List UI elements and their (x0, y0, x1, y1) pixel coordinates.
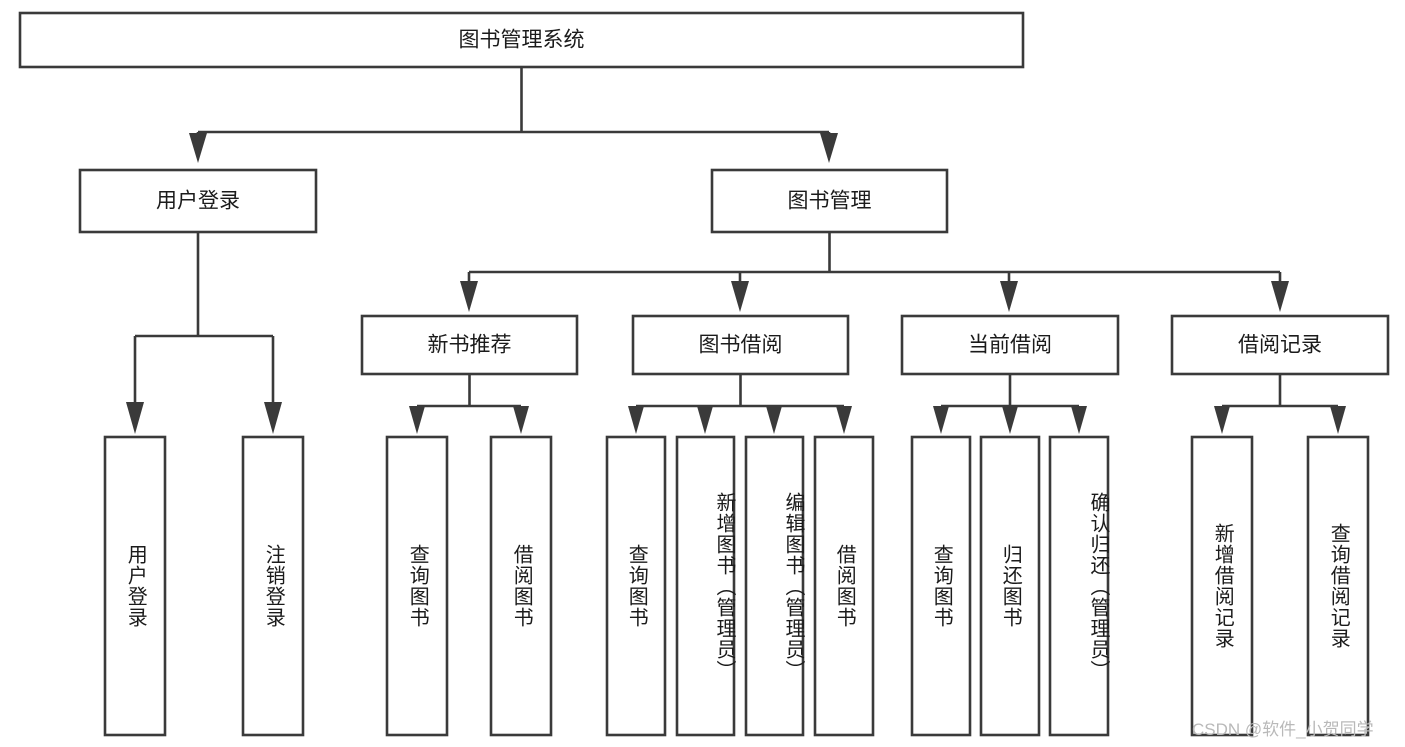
leaf-add-record-box[interactable] (1190, 435, 1254, 737)
leaf-query-book-3-box[interactable] (910, 435, 972, 737)
arrow-to-leaf-return-book (1002, 406, 1018, 434)
node-user-login-label: 用户登录 (156, 190, 240, 213)
leaf-query-book-1-box[interactable] (385, 435, 449, 737)
csdn-watermark: CSDN @软件_小贺同学 (1192, 720, 1374, 739)
leaf-borrow-book-1-label: 借阅图书 (510, 544, 533, 628)
arrow-to-leaf-confirm-return (1071, 406, 1087, 434)
arrow-to-leaf-logout-login (264, 402, 282, 434)
arrow-to-leaf-add-record (1214, 406, 1230, 434)
arrow-root-to-book-manage (820, 133, 838, 163)
leaf-user-login-label: 用户登录 (124, 544, 147, 628)
leaf-add-book-label: 新增图书（管理员） (713, 491, 735, 681)
node-root[interactable]: 图书管理系统 (18, 11, 1025, 69)
node-book-borrow[interactable]: 图书借阅 (631, 314, 850, 376)
node-book-manage[interactable]: 图书管理 (710, 168, 949, 234)
node-root-label: 图书管理系统 (459, 29, 585, 52)
node-borrow-record[interactable]: 借阅记录 (1170, 314, 1390, 376)
arrow-to-leaf-query-book-1 (409, 406, 425, 434)
node-user-login-box[interactable] (78, 168, 318, 234)
leaf-borrow-book-1-box[interactable] (489, 435, 553, 737)
arrow-root-to-user-login (189, 133, 207, 163)
leaf-borrow-book-2-box[interactable] (813, 435, 875, 737)
node-borrow-record-box[interactable] (1170, 314, 1390, 376)
leaf-return-book-label: 归还图书 (999, 544, 1022, 628)
arrow-to-leaf-query-record (1330, 406, 1346, 434)
arrow-to-book-borrow (731, 281, 749, 312)
arrow-to-leaf-add-book (697, 406, 713, 434)
arrow-to-leaf-borrow-book-1 (513, 406, 529, 434)
node-root-box[interactable] (18, 11, 1025, 69)
node-book-borrow-label: 图书借阅 (699, 334, 783, 357)
leaf-add-book-box[interactable] (675, 435, 736, 737)
node-new-book-recommend-label: 新书推荐 (428, 334, 512, 357)
arrow-to-leaf-borrow-book-2 (836, 406, 852, 434)
node-book-manage-box[interactable] (710, 168, 949, 234)
leaf-query-record-label: 查询借阅记录 (1327, 523, 1350, 649)
arrow-to-leaf-query-book-2 (628, 406, 644, 434)
leaf-edit-book-label: 编辑图书（管理员） (782, 491, 804, 681)
leaf-add-record-label: 新增借阅记录 (1211, 523, 1234, 649)
leaf-edit-book-box[interactable] (744, 435, 805, 737)
node-new-book-recommend-box[interactable] (360, 314, 579, 376)
leaf-return-book-box[interactable] (979, 435, 1041, 737)
node-user-login[interactable]: 用户登录 (78, 168, 318, 234)
leaf-query-record-box[interactable] (1306, 435, 1370, 737)
leaf-confirm-return-box[interactable] (1048, 435, 1110, 737)
arrow-to-leaf-edit-book (766, 406, 782, 434)
leaf-user-login-box[interactable] (103, 435, 167, 737)
arrow-to-current-borrow (1000, 281, 1018, 312)
node-book-manage-label: 图书管理 (788, 190, 872, 213)
leaf-logout-login-label: 注销登录 (262, 544, 285, 628)
leaf-confirm-return-label: 确认归还（管理员） (1087, 491, 1109, 681)
arrow-to-leaf-user-login (126, 402, 144, 434)
node-new-book-recommend[interactable]: 新书推荐 (360, 314, 579, 376)
node-borrow-record-label: 借阅记录 (1238, 334, 1322, 357)
arrow-to-new-book-recommend (460, 281, 478, 312)
arrow-to-leaf-query-book-3 (933, 406, 949, 434)
leaf-query-book-3-label: 查询图书 (930, 544, 953, 628)
leaf-borrow-book-2-label: 借阅图书 (833, 544, 856, 628)
leaf-query-book-2-label: 查询图书 (625, 544, 648, 628)
leaf-logout-login-box[interactable] (241, 435, 305, 737)
node-book-borrow-box[interactable] (631, 314, 850, 376)
leaf-query-book-2-box[interactable] (605, 435, 667, 737)
node-current-borrow-label: 当前借阅 (968, 334, 1052, 357)
leaf-query-book-1-label: 查询图书 (406, 544, 429, 628)
arrow-to-borrow-record (1271, 281, 1289, 312)
node-current-borrow[interactable]: 当前借阅 (900, 314, 1120, 376)
